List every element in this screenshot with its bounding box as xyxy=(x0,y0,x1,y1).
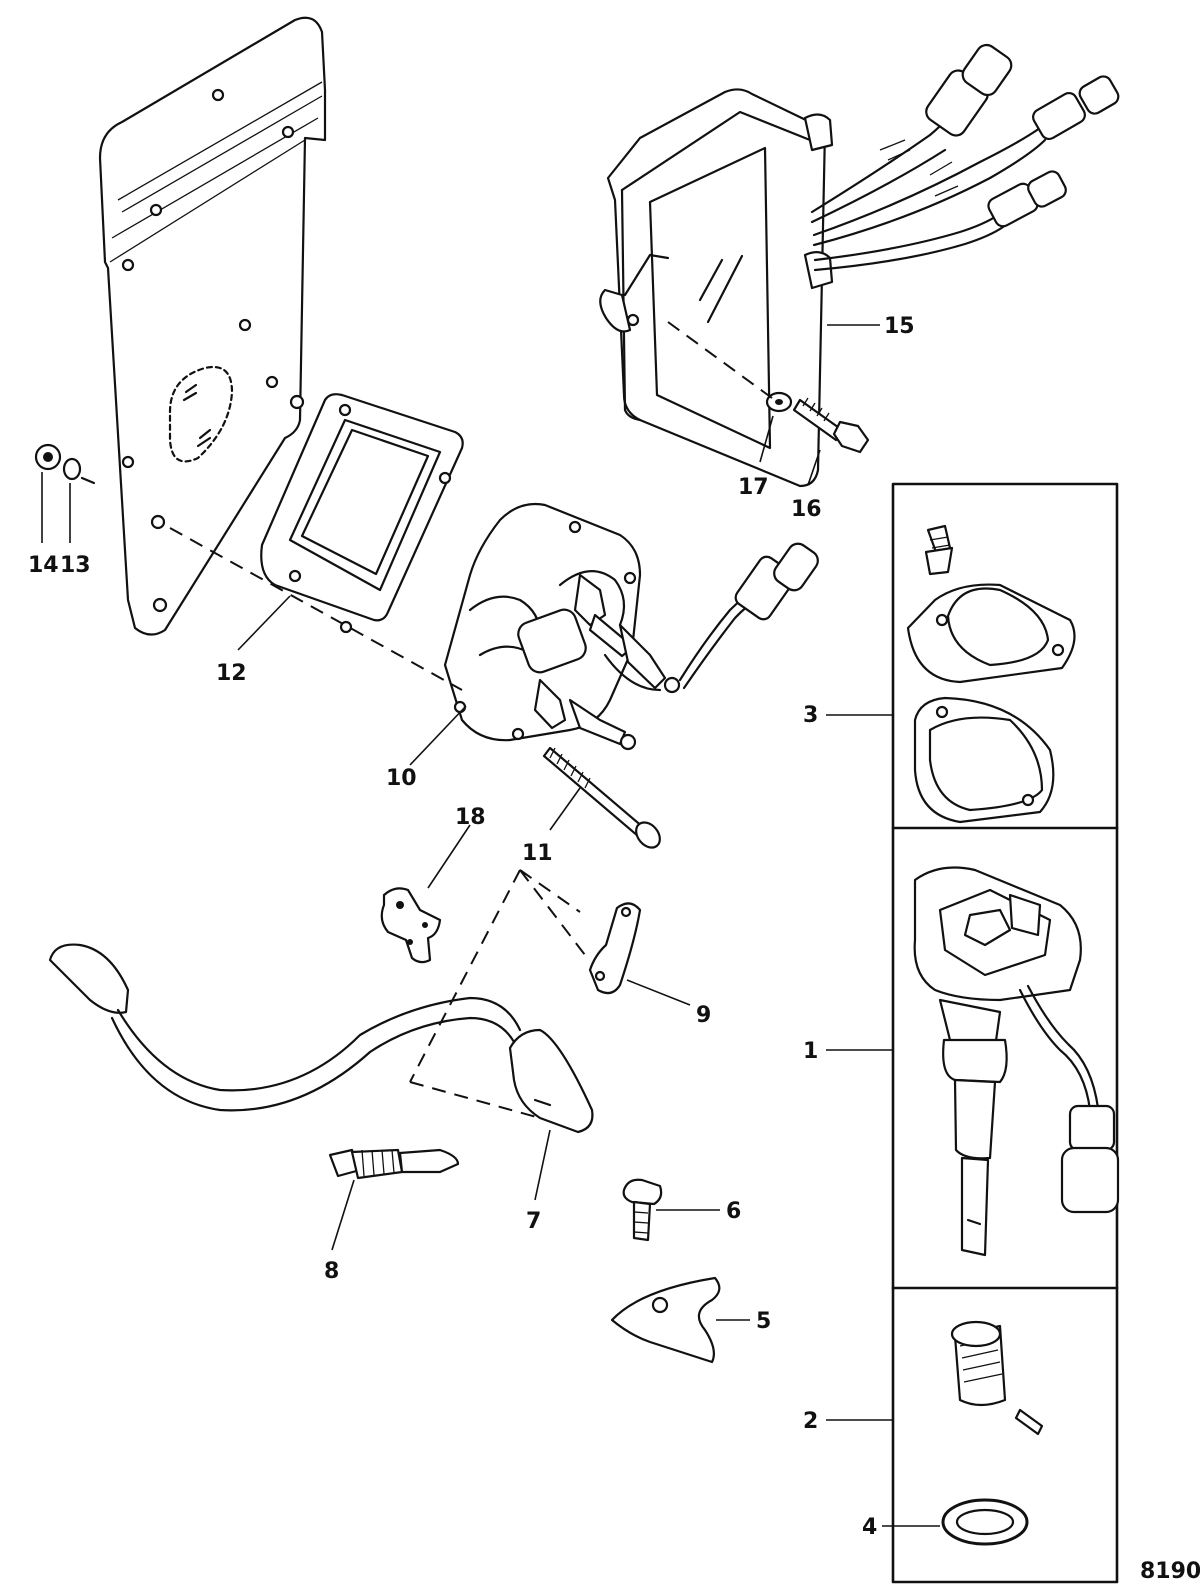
o-ring-4 xyxy=(941,1498,1029,1546)
callout-4: 4 xyxy=(862,1515,877,1540)
callout-6: 6 xyxy=(726,1199,741,1224)
callout-18: 18 xyxy=(455,805,486,830)
callout-12: 12 xyxy=(216,661,247,686)
mounting-plate xyxy=(98,16,327,636)
switch-box xyxy=(599,43,1120,488)
callout-15: 15 xyxy=(884,314,915,339)
callout-10: 10 xyxy=(386,766,417,791)
lockwasher-13 xyxy=(62,457,96,485)
callout-3: 3 xyxy=(803,703,818,728)
callout-8: 8 xyxy=(324,1259,339,1284)
leader-lines xyxy=(41,324,940,1527)
gasket-frame xyxy=(260,393,464,634)
callout-9: 9 xyxy=(696,1003,711,1028)
gear-and-pin-2 xyxy=(950,1320,1044,1436)
bolt-16 xyxy=(792,397,870,454)
retainer-clip-9 xyxy=(588,902,642,995)
callout-13: 13 xyxy=(60,553,91,578)
callout-7: 7 xyxy=(526,1209,541,1234)
callout-1: 1 xyxy=(803,1039,818,1064)
bracket-5 xyxy=(610,1276,721,1364)
nut-14 xyxy=(34,443,62,471)
callout-16: 16 xyxy=(791,497,822,522)
distributor-1 xyxy=(913,866,1120,1257)
cover-and-gasket-3 xyxy=(906,524,1076,824)
retainer-clip-18 xyxy=(380,887,442,964)
screw-11 xyxy=(542,746,661,849)
callout-17: 17 xyxy=(738,475,769,500)
washer-17 xyxy=(765,391,793,413)
high-tension-lead xyxy=(48,943,594,1134)
screw-6 xyxy=(622,1178,663,1242)
spark-plug xyxy=(328,1148,460,1180)
distributor-kit-box xyxy=(891,482,1119,1584)
ignition-coil-assembly xyxy=(443,502,819,751)
callout-5: 5 xyxy=(756,1309,771,1334)
callout-11: 11 xyxy=(522,841,553,866)
assembly-lines xyxy=(169,321,773,1119)
callout-14: 14 xyxy=(28,553,59,578)
callout-labels: 15 17 16 14 13 12 10 11 18 9 3 1 2 4 5 6… xyxy=(28,314,1200,1584)
figure-number: 8190 xyxy=(1140,1559,1200,1584)
callout-2: 2 xyxy=(803,1409,818,1434)
